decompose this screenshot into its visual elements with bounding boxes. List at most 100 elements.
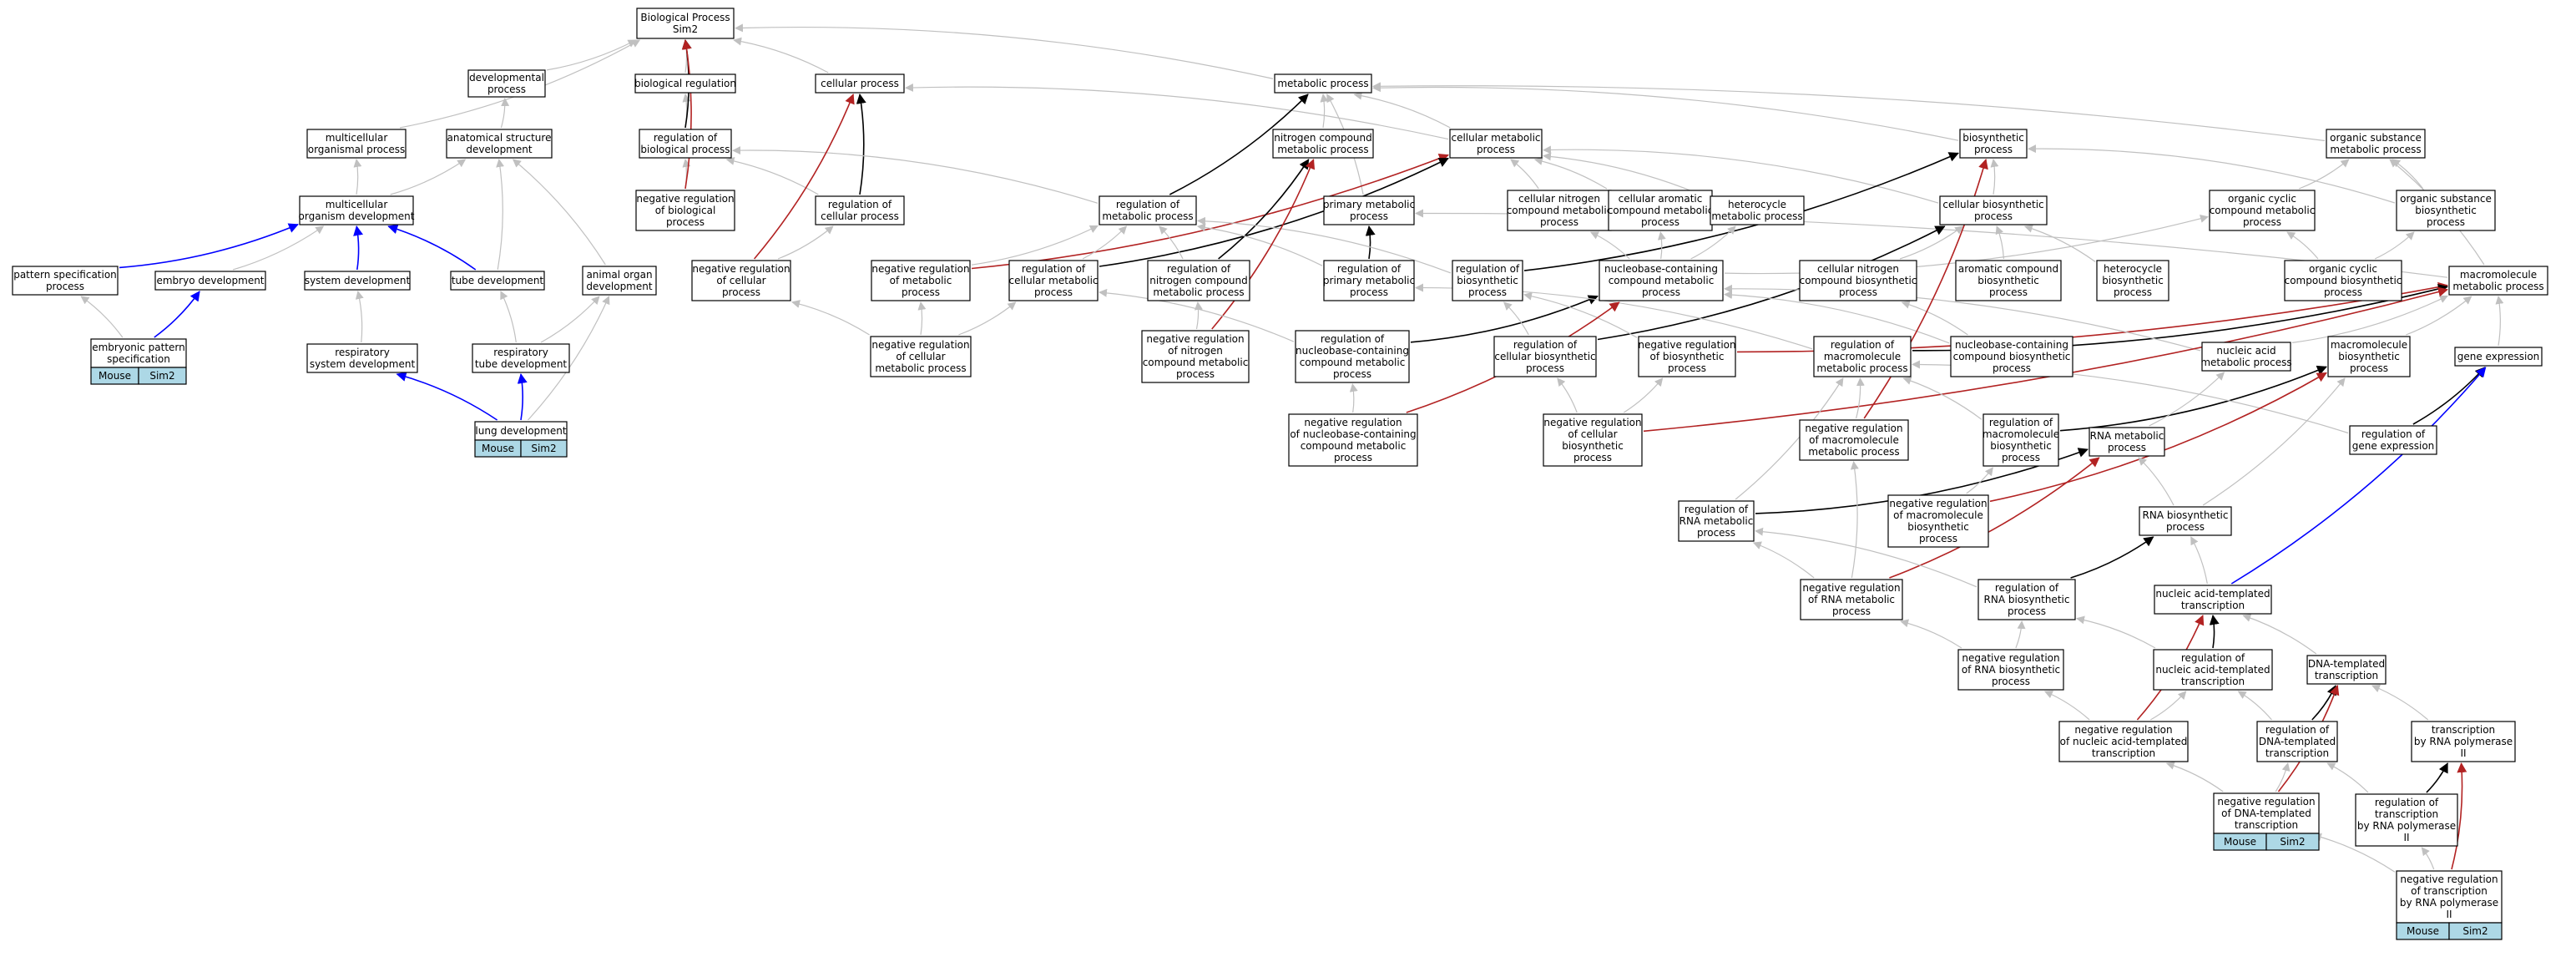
annotation-sim2-cell (2265, 833, 2320, 851)
edge-gray (2286, 231, 2319, 260)
go-term-node[interactable]: system development (304, 271, 411, 291)
go-term-node[interactable]: embryo development (154, 271, 266, 291)
node-label-line: development (466, 144, 532, 155)
node-label-line: negative regulation (871, 263, 969, 275)
node-label-line: cellular metabolic (1451, 132, 1540, 144)
edge-black (2412, 367, 2486, 425)
edge-black (2311, 685, 2336, 721)
go-term-node[interactable]: metabolic process (1274, 73, 1372, 94)
node-box (2355, 793, 2458, 847)
go-term-node[interactable]: gene expression (2454, 347, 2543, 367)
node-label-line: nitrogen compound (1149, 275, 1248, 286)
edge-gray (2242, 614, 2317, 655)
node-box (12, 266, 119, 296)
go-term-node[interactable]: cellular process (815, 73, 905, 94)
node-label-line: cellular metabolic (1008, 275, 1098, 286)
go-term-node[interactable]: biological regulation (634, 73, 736, 94)
go-term-node[interactable]: tube development (450, 271, 545, 291)
go-term-node[interactable]: regulation ofnucleobase-containingcompou… (1295, 330, 1410, 383)
edge-gray (2495, 296, 2504, 347)
node-label-line: nucleic acid (2216, 345, 2275, 357)
node-label-line: cellular biosynthetic (1942, 199, 2043, 210)
edge-gray (2312, 833, 2396, 873)
node-label-line: compound biosynthetic (2285, 275, 2402, 286)
edge-black (2426, 762, 2448, 793)
node-label-line: II (2460, 747, 2466, 759)
node-label-line: process (1526, 362, 1564, 374)
edge-gray (1724, 284, 2201, 352)
edge-gray (2043, 690, 2090, 721)
go-term-node[interactable]: regulation ofmacromoleculebiosyntheticpr… (1983, 413, 2059, 467)
node-box (2058, 721, 2189, 762)
edge-black (1365, 225, 1376, 260)
edge-black (1099, 157, 1449, 267)
